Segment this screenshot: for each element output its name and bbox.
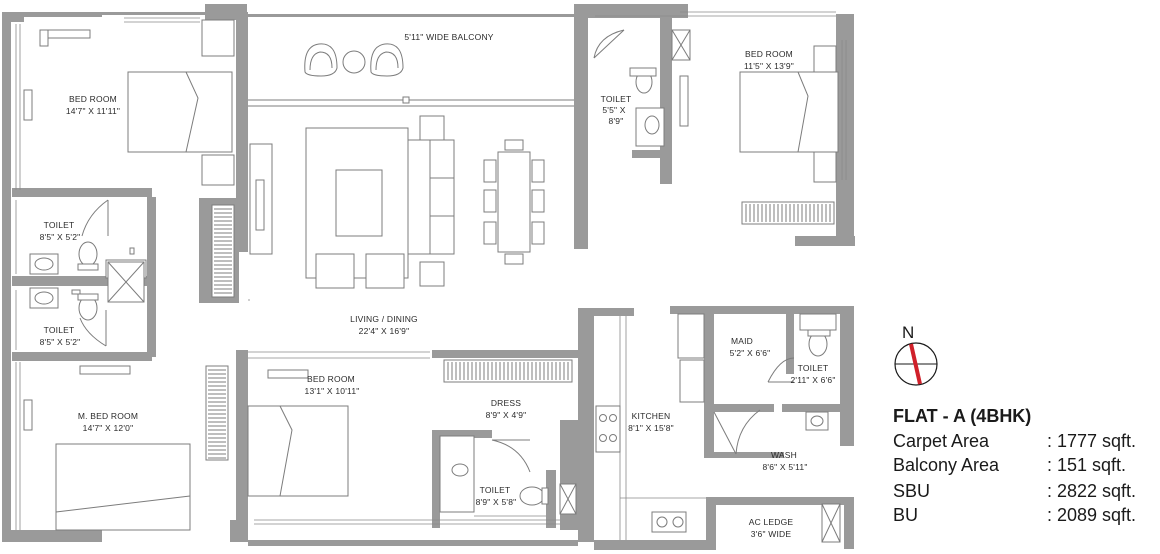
label-bed3-size: 13'1" X 10'11" <box>305 386 360 396</box>
label-toilet-s-size: 8'9" X 5'8" <box>476 497 517 507</box>
legend-label: BU <box>893 505 919 525</box>
label-maid-size: 5'2" X 6'6" <box>730 348 771 358</box>
label-toilet-s-name: TOILET <box>480 485 511 495</box>
legend-value: : 2089 sqft. <box>1047 505 1137 525</box>
label-toilet-ne-size1: 5'5" X <box>602 105 625 115</box>
living-dining-furniture <box>249 115 545 289</box>
label-ac-ledge-name: AC LEDGE <box>749 517 794 527</box>
legend-row: BU : 2089 sqft. <box>893 503 1158 527</box>
label-toilet-w2-name: TOILET <box>44 325 75 335</box>
legend-value: : 2822 sqft. <box>1047 481 1137 501</box>
label-toilet-w1-name: TOILET <box>44 220 75 230</box>
legend-row: SBU : 2822 sqft. <box>893 479 1158 503</box>
label-toilet-w1-size: 8'5" X 5'2" <box>40 232 81 242</box>
master-bed-room <box>23 365 191 531</box>
label-bed3-name: BED ROOM <box>307 374 355 384</box>
label-maid-name: MAID <box>731 336 753 346</box>
legend-label: Carpet Area <box>893 431 990 451</box>
label-toilet-ne-name: TOILET <box>601 94 632 104</box>
legend-row: Balcony Area : 151 sqft. <box>893 453 1158 477</box>
label-kitchen-name: KITCHEN <box>632 411 671 421</box>
label-kitchen-size: 8'1" X 15'8" <box>628 423 674 433</box>
balcony-furniture <box>304 43 404 77</box>
label-master-size: 14'7" X 12'0" <box>83 423 134 433</box>
partitions <box>15 11 847 540</box>
north-compass: N <box>894 323 938 386</box>
label-bed2-size: 11'5" X 13'9" <box>744 61 794 71</box>
floor-plan: 5'11" WIDE BALCONY BED ROOM 14'7" X 11'1… <box>2 4 855 550</box>
label-dress-size: 8'9" X 4'9" <box>486 410 527 420</box>
legend-value: : 151 sqft. <box>1047 455 1127 475</box>
wardrobe <box>211 204 235 298</box>
label-wash-size: 8'6" X 5'11" <box>762 462 807 472</box>
legend-title: FLAT - A (4BHK) <box>893 406 1032 426</box>
room-labels: 5'11" WIDE BALCONY BED ROOM 14'7" X 11'1… <box>40 32 836 539</box>
label-bed2-name: BED ROOM <box>745 49 793 59</box>
label-ac-ledge-size: 3'6" WIDE <box>751 529 792 539</box>
legend-label: Balcony Area <box>893 455 1000 475</box>
legend-value: : 1777 sqft. <box>1047 431 1137 451</box>
label-toilet-maid-size: 2'11" X 6'6" <box>790 375 835 385</box>
legend-label: SBU <box>893 481 931 501</box>
wardrobes <box>205 201 835 461</box>
label-living-name: LIVING / DINING <box>350 314 418 324</box>
wardrobe <box>741 201 835 225</box>
ne-toilet-bed-room-2 <box>593 29 839 183</box>
area-legend: FLAT - A (4BHK) Carpet Area : 1777 sqft.… <box>893 406 1158 527</box>
label-living-size: 22'4" X 16'9" <box>359 326 410 336</box>
label-bed1-name: BED ROOM <box>69 94 117 104</box>
bed-room-3 <box>247 369 349 497</box>
kitchen-maid-wash <box>595 313 841 543</box>
label-toilet-maid-name: TOILET <box>798 363 829 373</box>
label-wash-name: WASH <box>771 450 797 460</box>
compass-needle-icon <box>909 343 922 385</box>
label-balcony: 5'11" WIDE BALCONY <box>404 32 493 42</box>
legend-row: Carpet Area : 1777 sqft. <box>893 429 1158 453</box>
label-bed1-size: 14'7" X 11'11" <box>66 106 120 116</box>
bed-room-1 <box>23 19 235 186</box>
label-toilet-ne-size2: 8'9" <box>609 116 624 126</box>
label-dress-name: DRESS <box>491 398 521 408</box>
compass-label: N <box>902 323 914 342</box>
label-master-name: M. BED ROOM <box>78 411 138 421</box>
dress-toilet <box>439 435 577 517</box>
label-toilet-w2-size: 8'5" X 5'2" <box>40 337 81 347</box>
west-toilets <box>29 199 147 347</box>
